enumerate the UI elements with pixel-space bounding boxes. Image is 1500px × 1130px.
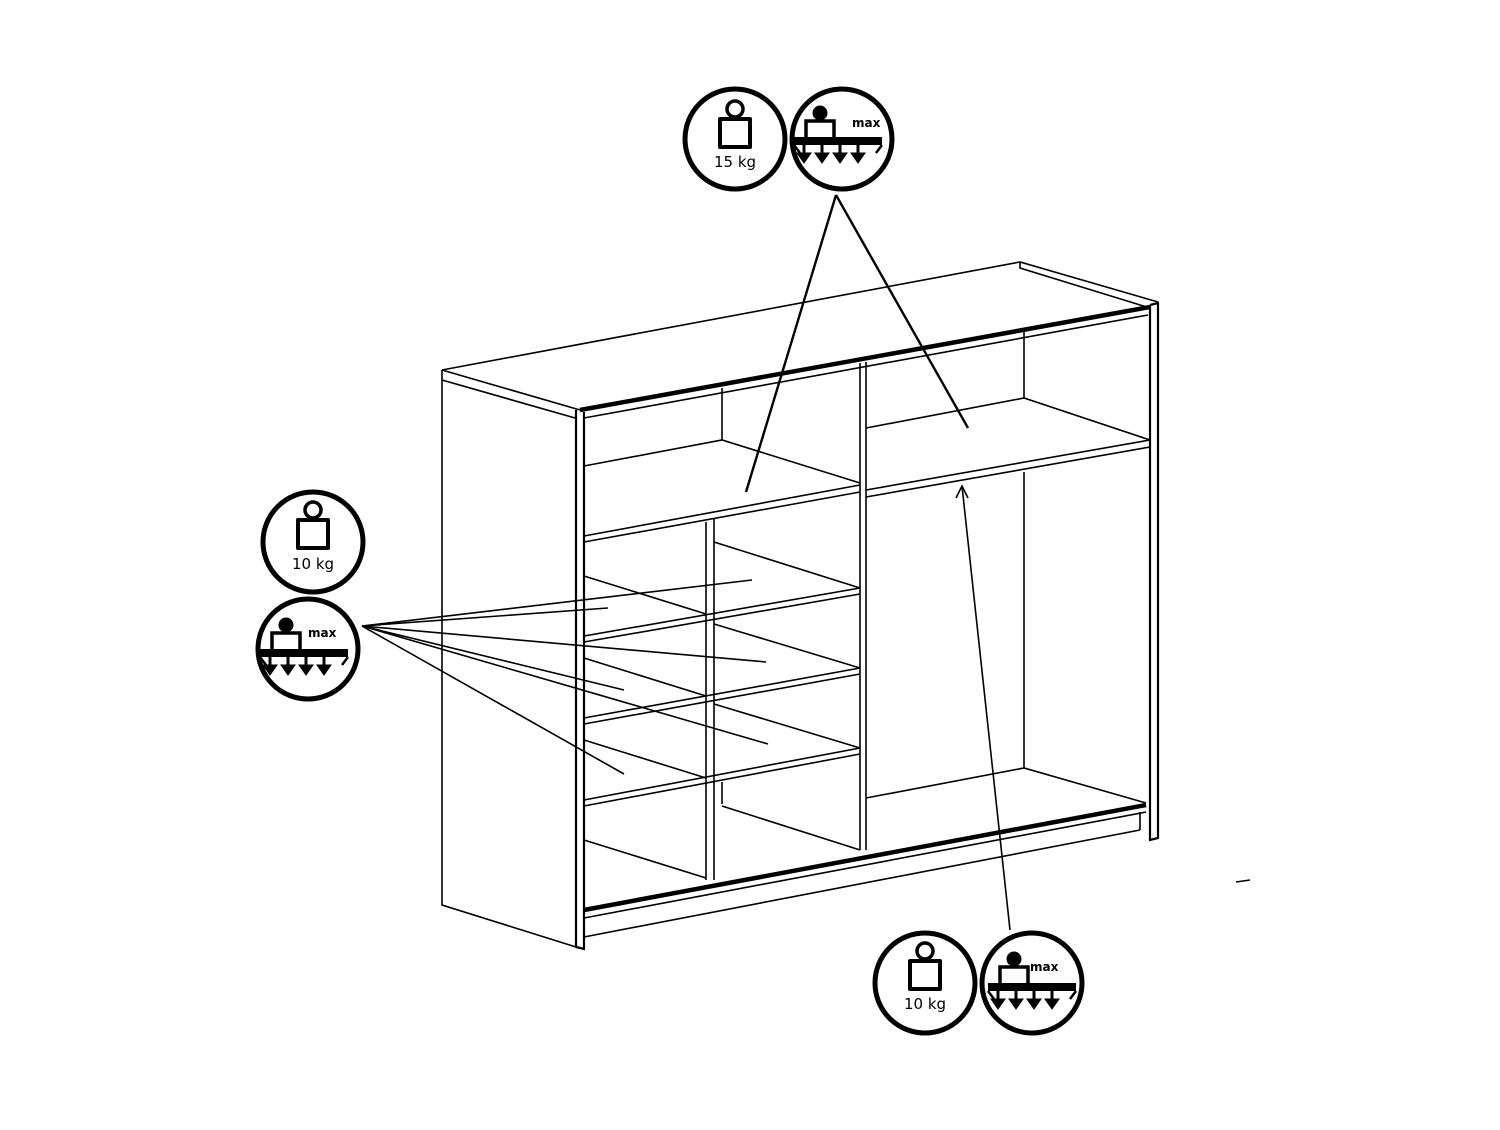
bottom-max-label: max <box>1030 960 1059 974</box>
left-weight-label: 10 kg <box>292 555 334 573</box>
bottom-max-load-badge: max <box>979 930 1085 1036</box>
top-max-load-badge: max <box>789 86 895 192</box>
leader-lines <box>361 194 1011 931</box>
wardrobe-drawing <box>441 261 1251 951</box>
left-max-label: max <box>308 626 337 640</box>
top-weight-badge: 15 kg <box>682 86 788 192</box>
top-max-label: max <box>852 116 881 130</box>
top-weight-label: 15 kg <box>714 153 756 171</box>
left-max-load-badge: max <box>255 596 361 702</box>
bottom-weight-badge: 10 kg <box>872 930 978 1036</box>
left-weight-badge: 10 kg <box>260 489 366 595</box>
bottom-weight-label: 10 kg <box>904 995 946 1013</box>
